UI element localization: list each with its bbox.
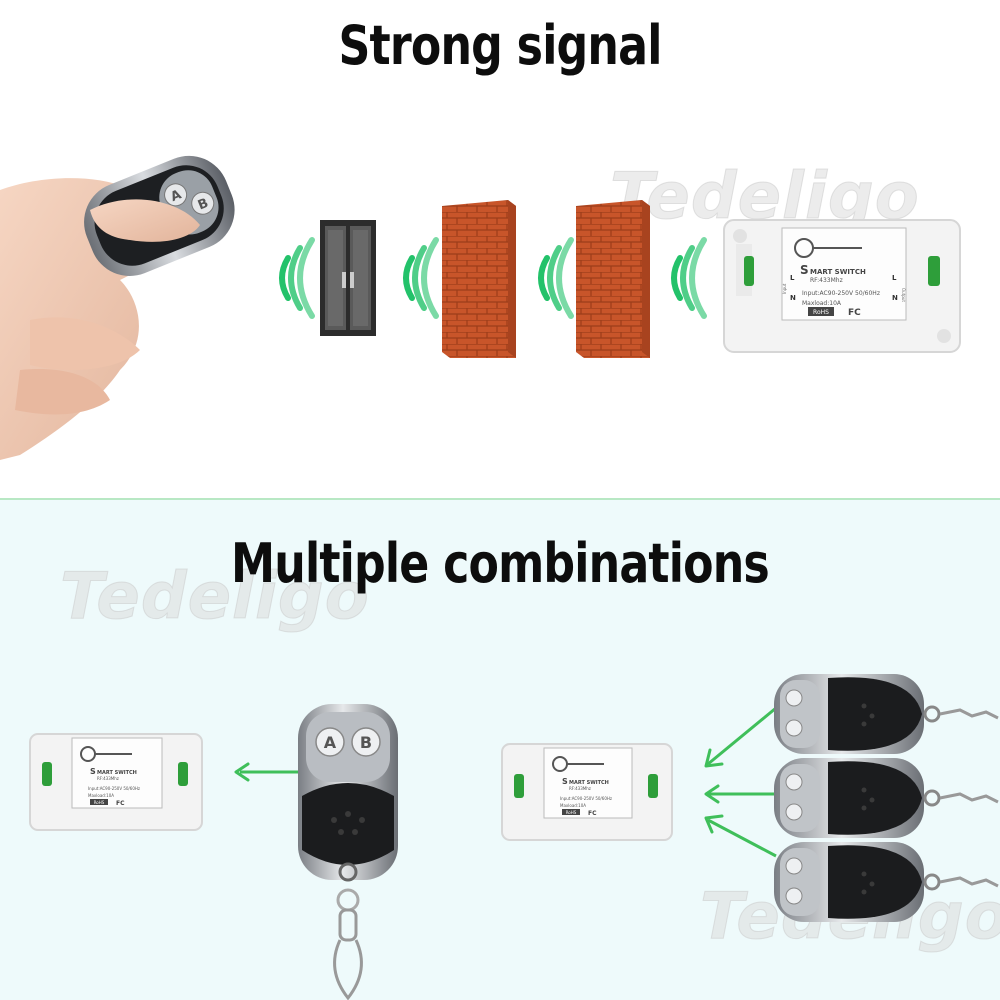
- remote-control-horizontal-3: [774, 842, 999, 922]
- section-title-strong-signal: Strong signal: [338, 14, 662, 77]
- remote-control-horizontal-2: [774, 758, 999, 838]
- switch-right-rohs: RoHS: [566, 810, 577, 815]
- switch-left-rohs: RoHS: [94, 800, 105, 805]
- switch-right-brand-name: MART SWITCH: [569, 780, 609, 786]
- switch-terminal-right-l: L: [892, 274, 897, 282]
- switch-left-brand-initial: S: [90, 767, 96, 776]
- signal-wave-3: [538, 237, 574, 319]
- arrow-remote-to-switch: [234, 762, 304, 782]
- switch-right-maxload: Maxload:10A: [560, 803, 586, 808]
- signal-wave-1: [279, 237, 315, 319]
- single-remote-button-b: B: [360, 733, 372, 752]
- signal-wave-2: [403, 237, 439, 319]
- smart-switch-receiver-left: S MART SWITCH RF:433Mhz Input:AC90-250V …: [29, 733, 203, 831]
- single-remote-button-a: A: [324, 733, 337, 752]
- switch-maxload-spec: Maxload:10A: [802, 300, 842, 307]
- switch-terminal-left-l: L: [790, 274, 795, 282]
- switch-left-rf: RF:433Mhz: [97, 776, 119, 781]
- door-obstacle: [320, 220, 376, 336]
- switch-input-spec: Input:AC90-250V 50/60Hz: [802, 290, 880, 297]
- switch-brand-initial: S: [800, 263, 809, 277]
- switch-left-maxload: Maxload:10A: [88, 793, 114, 798]
- switch-side-output: Output: [901, 288, 906, 302]
- hand-with-remote: A B: [0, 155, 235, 460]
- remote-control-horizontal-1: [774, 674, 999, 754]
- signal-wave-4: [671, 237, 707, 319]
- arrows-remotes-to-switch: [704, 706, 777, 858]
- switch-right-rf: RF:433Mhz: [569, 786, 591, 791]
- switch-left-input: Input:AC90-250V 50/60Hz: [88, 786, 140, 791]
- switch-right-input: Input:AC90-250V 50/60Hz: [560, 796, 612, 801]
- switch-right-fc: FC: [588, 810, 597, 817]
- switch-terminal-left-n: N: [790, 294, 796, 302]
- section-title-multiple-combinations: Multiple combinations: [231, 532, 770, 595]
- switch-left-fc: FC: [116, 800, 125, 807]
- smart-switch-receiver-right: S MART SWITCH RF:433Mhz Input:AC90-250V …: [501, 743, 673, 841]
- switch-rf-spec: RF:433Mhz: [810, 277, 843, 284]
- brick-wall-2: [576, 200, 650, 358]
- switch-side-input: Input: [782, 283, 787, 294]
- brick-wall-1: [442, 200, 516, 358]
- switch-rohs-mark: RoHS: [813, 309, 829, 316]
- switch-left-brand-name: MART SWITCH: [97, 770, 137, 776]
- watermark-bottom-left: Tedeligo: [60, 560, 370, 635]
- switch-right-brand-initial: S: [562, 777, 568, 786]
- smart-switch-receiver-top: S MART SWITCH RF:433Mhz Input:AC90-250V …: [723, 219, 961, 353]
- remote-control-single: A B: [298, 704, 398, 1000]
- switch-terminal-right-n: N: [892, 294, 898, 302]
- switch-brand-name: MART SWITCH: [810, 268, 866, 276]
- switch-fc-mark: FC: [848, 308, 861, 318]
